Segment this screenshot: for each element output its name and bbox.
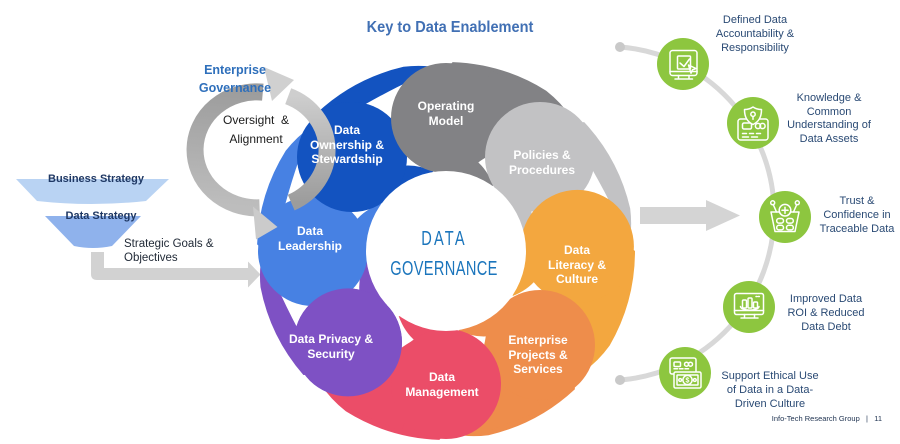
svg-text:$: $ xyxy=(686,377,690,384)
